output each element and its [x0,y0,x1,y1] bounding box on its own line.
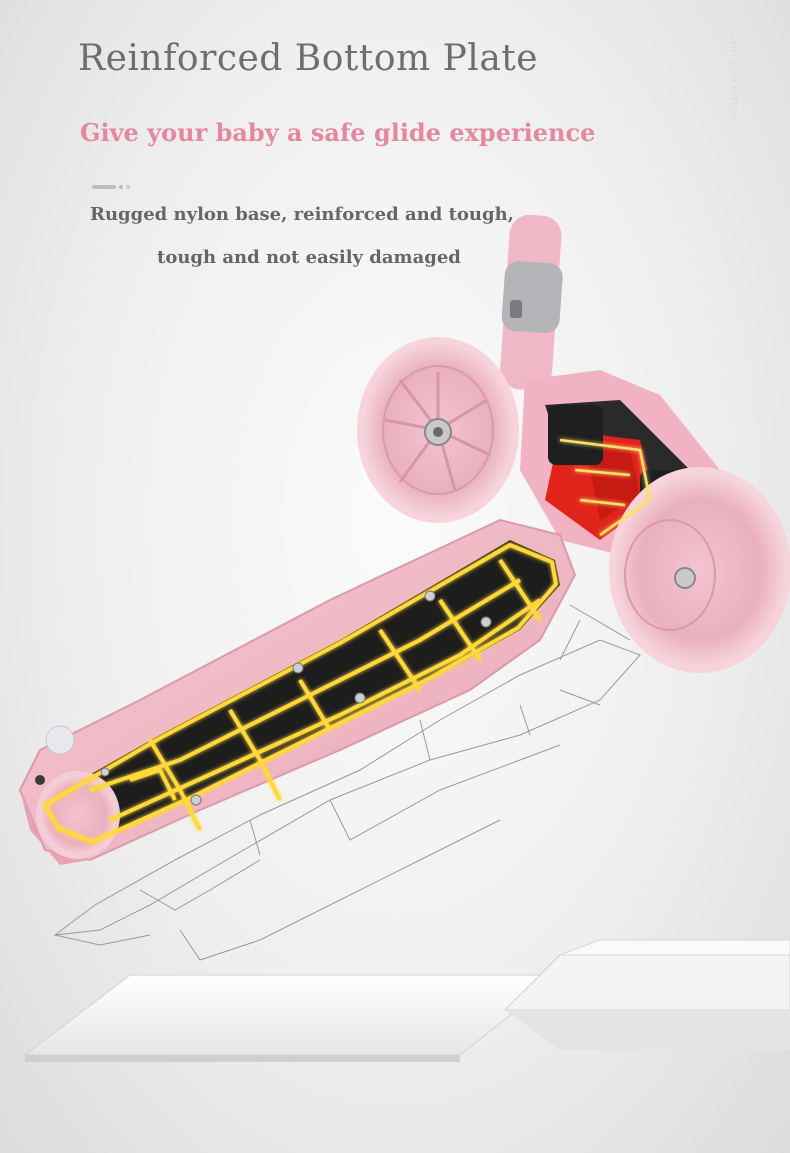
stairs [23,939,790,1062]
bracket-highlight [559,438,652,537]
description-line-2: tough and not easily damaged [157,247,461,268]
deck-screws [100,590,492,806]
divider-dots-icon [92,185,130,189]
description-line-1: Rugged nylon base, reinforced and tough, [90,204,514,225]
wireframe-outline [53,604,641,961]
scooter-deck [18,518,577,865]
reinforced-frame-highlight [43,543,558,844]
page-title: Reinforced Bottom Plate [78,38,539,79]
scooter-stem [500,214,563,391]
front-right-wheel [609,467,790,673]
page-subtitle: Give your baby a safe glide experience [80,118,596,147]
watermark-text: uality Scooter [728,30,741,121]
front-left-wheel [357,337,519,523]
